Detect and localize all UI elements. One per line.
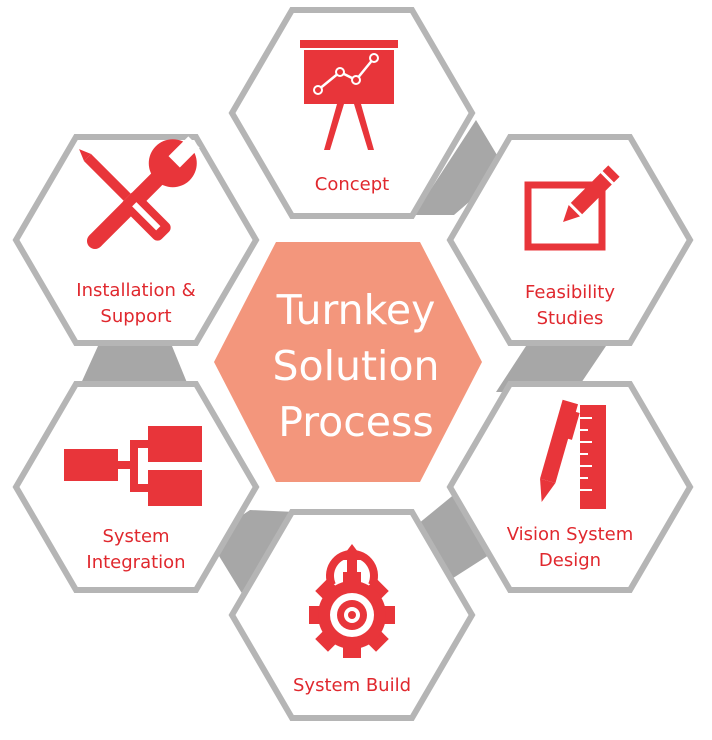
- center-title-line-2: Solution: [272, 342, 440, 390]
- step-label-feasibility-studies: Feasibility Studies: [525, 282, 615, 329]
- hierarchy-blocks-icon: [64, 426, 202, 506]
- wrench-screwdriver-icon: [79, 136, 200, 250]
- hex-center: [214, 242, 482, 482]
- gear-target-icon: [309, 544, 395, 658]
- step-label-vision-system-design: Vision System Design: [506, 524, 634, 571]
- center-title: Turnkey Solution Process: [236, 282, 476, 450]
- hex-concept: [228, 7, 476, 219]
- center-title-line-3: Process: [278, 398, 434, 446]
- connector-feasibility-vision: [496, 346, 606, 392]
- hex-installation: [12, 134, 260, 346]
- pencil-tablet-icon: [524, 165, 620, 251]
- step-label-system-build: System Build: [292, 675, 412, 696]
- step-label-concept: Concept: [314, 174, 390, 195]
- connector-integration-installation: [78, 346, 190, 390]
- center-title-line-1: Turnkey: [276, 286, 436, 334]
- hex-feasibility: [446, 134, 694, 346]
- pen-ruler-icon: [540, 399, 606, 509]
- step-label-system-integration: System Integration: [86, 526, 186, 573]
- step-label-installation-support: Installation & Support: [76, 280, 196, 327]
- hex-vision-design: [446, 381, 694, 593]
- presentation-chart-icon: [300, 40, 398, 150]
- connector-concept-feasibility: [414, 120, 506, 215]
